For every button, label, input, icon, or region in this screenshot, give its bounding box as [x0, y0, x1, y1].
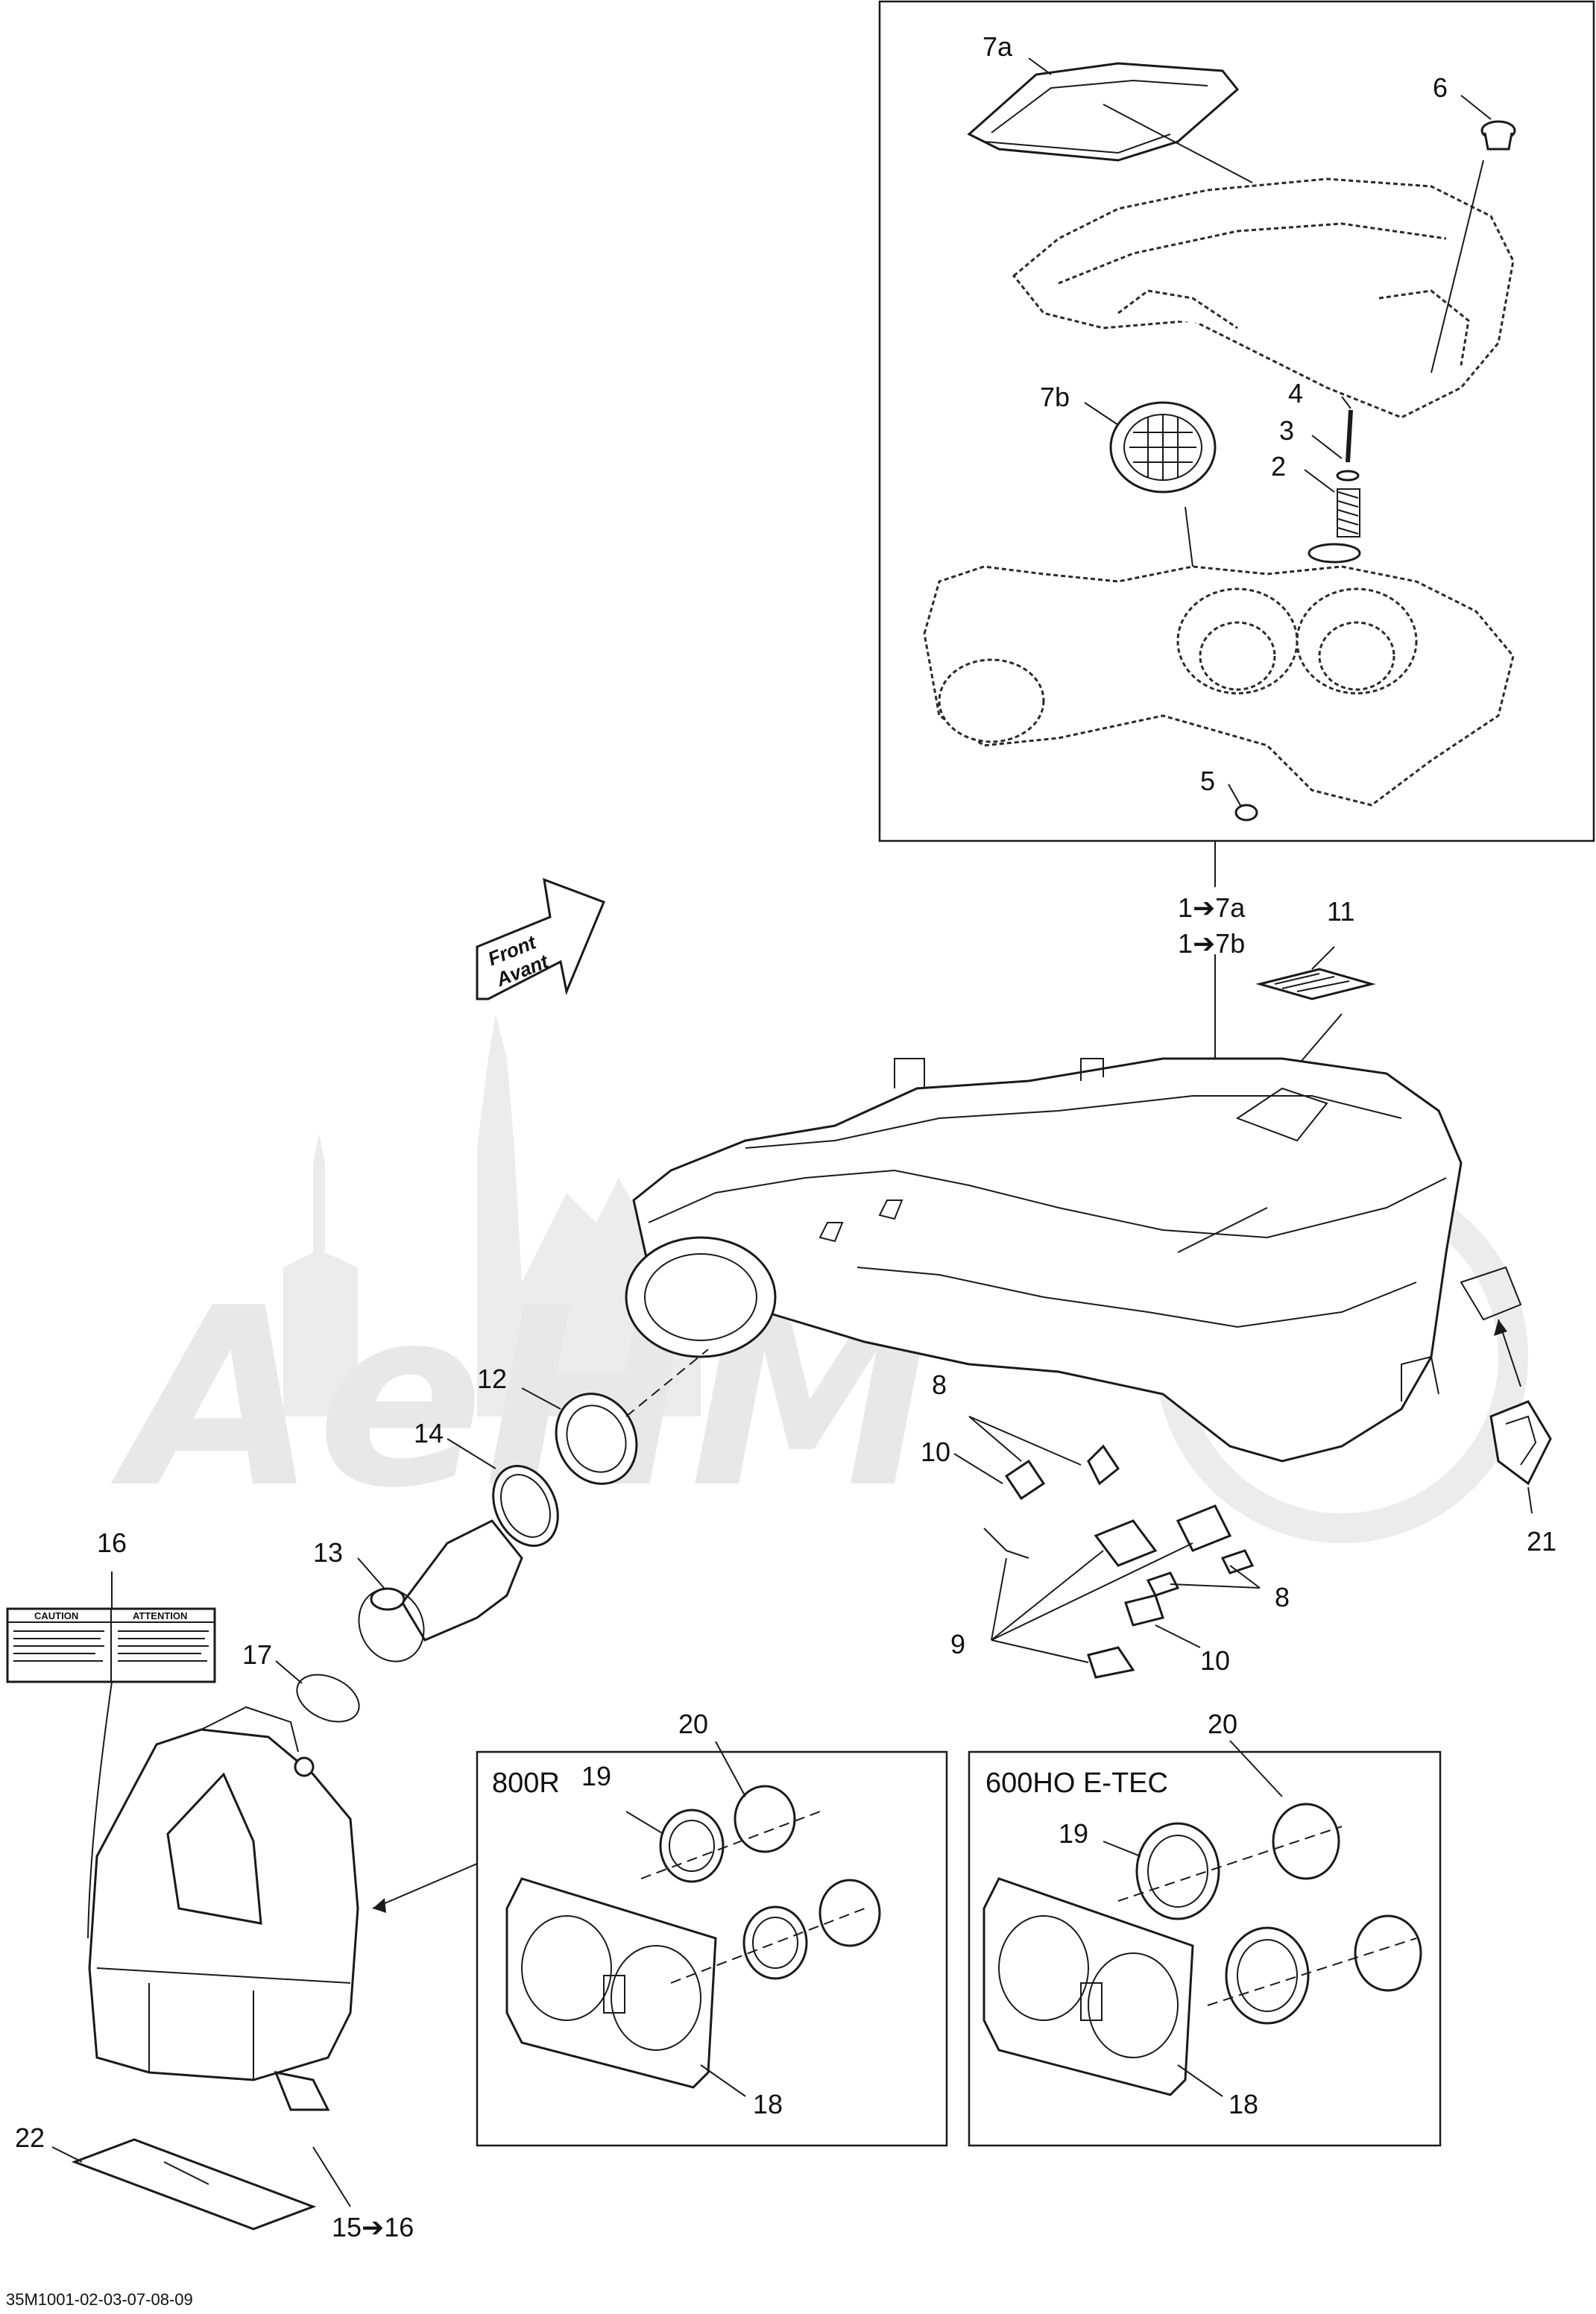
- callout-8-upper: 8: [932, 1369, 947, 1400]
- nut-5: [1234, 804, 1258, 822]
- screen-7b: [1109, 401, 1217, 494]
- callout-10-lower: 10: [1200, 1645, 1230, 1676]
- callout-7b: 7b: [1040, 382, 1070, 412]
- callout-1-7b: 1➔7b: [1178, 928, 1245, 959]
- callout-18-600ho: 18: [1228, 2089, 1258, 2119]
- callout-3: 3: [1279, 415, 1294, 446]
- callout-16: 16: [97, 1528, 127, 1558]
- callout-6: 6: [1433, 72, 1448, 103]
- front-arrow: Front Avant: [476, 877, 605, 1000]
- clips-8-9-10: [953, 1416, 1261, 1679]
- callout-15-16: 15➔16: [332, 2212, 414, 2242]
- decal-caution-head: CAUTION: [34, 1610, 78, 1621]
- pad-22: [51, 2138, 317, 2231]
- box-800r-frame: [476, 1750, 948, 2147]
- box-800r-title: 800R: [492, 1768, 560, 1799]
- inset-frame-top: [878, 0, 1595, 842]
- callout-4: 4: [1288, 378, 1303, 409]
- callout-22: 22: [15, 2122, 45, 2153]
- callout-20-600ho: 20: [1208, 1709, 1237, 1739]
- callout-19-800r: 19: [581, 1761, 611, 1791]
- top-inset-leaders: [1028, 57, 1492, 807]
- callout-1-7a: 1➔7a: [1178, 892, 1246, 923]
- caution-decal-16: CAUTION ATTENTION: [6, 1571, 216, 1939]
- callout-8-lower: 8: [1275, 1582, 1290, 1612]
- callout-12: 12: [477, 1364, 507, 1394]
- lower-housing-dashed: [923, 565, 1515, 807]
- box-600ho-parts: [982, 1740, 1422, 2097]
- callout-17: 17: [242, 1639, 272, 1670]
- oring-17: [275, 1660, 360, 1723]
- lower-silencer-15: [88, 1706, 478, 2111]
- callout-10-upper: 10: [921, 1437, 950, 1467]
- callout-19-600ho: 19: [1059, 1818, 1088, 1849]
- callout-7a: 7a: [982, 31, 1013, 62]
- cover-7a: [967, 62, 1240, 162]
- box-600ho-frame: [968, 1750, 1442, 2147]
- callout-labels: 7a 6 7b 4 3 2 5 1➔7a 1➔7b 11 12 14 13 16…: [6, 31, 1556, 2309]
- callout-5: 5: [1200, 766, 1215, 796]
- decal-attention-head: ATTENTION: [133, 1610, 187, 1621]
- adaptor-12: [521, 1349, 709, 1485]
- callout-21: 21: [1527, 1526, 1556, 1557]
- clamp-14: [447, 1438, 559, 1547]
- box-800r-parts: [505, 1741, 881, 2097]
- decal-11: [1255, 946, 1376, 1067]
- seal-21: [1489, 1319, 1552, 1514]
- callout-2: 2: [1271, 451, 1286, 482]
- callout-14: 14: [414, 1418, 444, 1448]
- callout-11: 11: [1327, 896, 1354, 927]
- drawing-code: 35M1001-02-03-07-08-09: [6, 2290, 193, 2309]
- leader-15-16: [312, 2146, 351, 2207]
- callout-13: 13: [313, 1537, 343, 1568]
- upper-housing-dashed: [1012, 177, 1515, 419]
- callout-18-800r: 18: [753, 2089, 783, 2119]
- screw-spring-stack: [1308, 409, 1361, 564]
- grommet-6: [1480, 120, 1516, 151]
- callout-20-800r: 20: [678, 1709, 708, 1739]
- callout-9: 9: [950, 1629, 965, 1659]
- intake-duct-13: [357, 1519, 523, 1662]
- main-air-silencer: [625, 1057, 1522, 1463]
- box-600ho-title: 600HO E-TEC: [985, 1768, 1168, 1799]
